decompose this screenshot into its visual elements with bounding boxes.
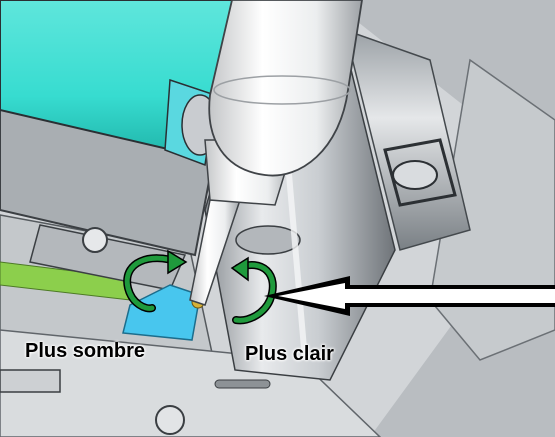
rubber-loop-bracket: [383, 138, 457, 207]
bracket-hole: [392, 160, 438, 190]
label-darker: Plus sombre: [25, 340, 146, 362]
housing-floor: [0, 329, 382, 437]
label-lighter: Plus clair: [245, 343, 334, 365]
pointer-arrow-icon: [264, 276, 555, 316]
lower-left-tab: [0, 369, 61, 393]
rotate-counterclockwise-arrow-icon: [123, 249, 188, 313]
lower-screw: [155, 405, 185, 435]
cylinder-end: [235, 225, 301, 255]
handle-ring: [213, 75, 351, 105]
rear-roller: [343, 28, 471, 251]
frame-screw-hole: [82, 227, 108, 253]
screwdriver-handle: [208, 0, 363, 177]
rotate-clockwise-arrow-icon: [230, 256, 277, 325]
lower-slot: [214, 379, 271, 389]
